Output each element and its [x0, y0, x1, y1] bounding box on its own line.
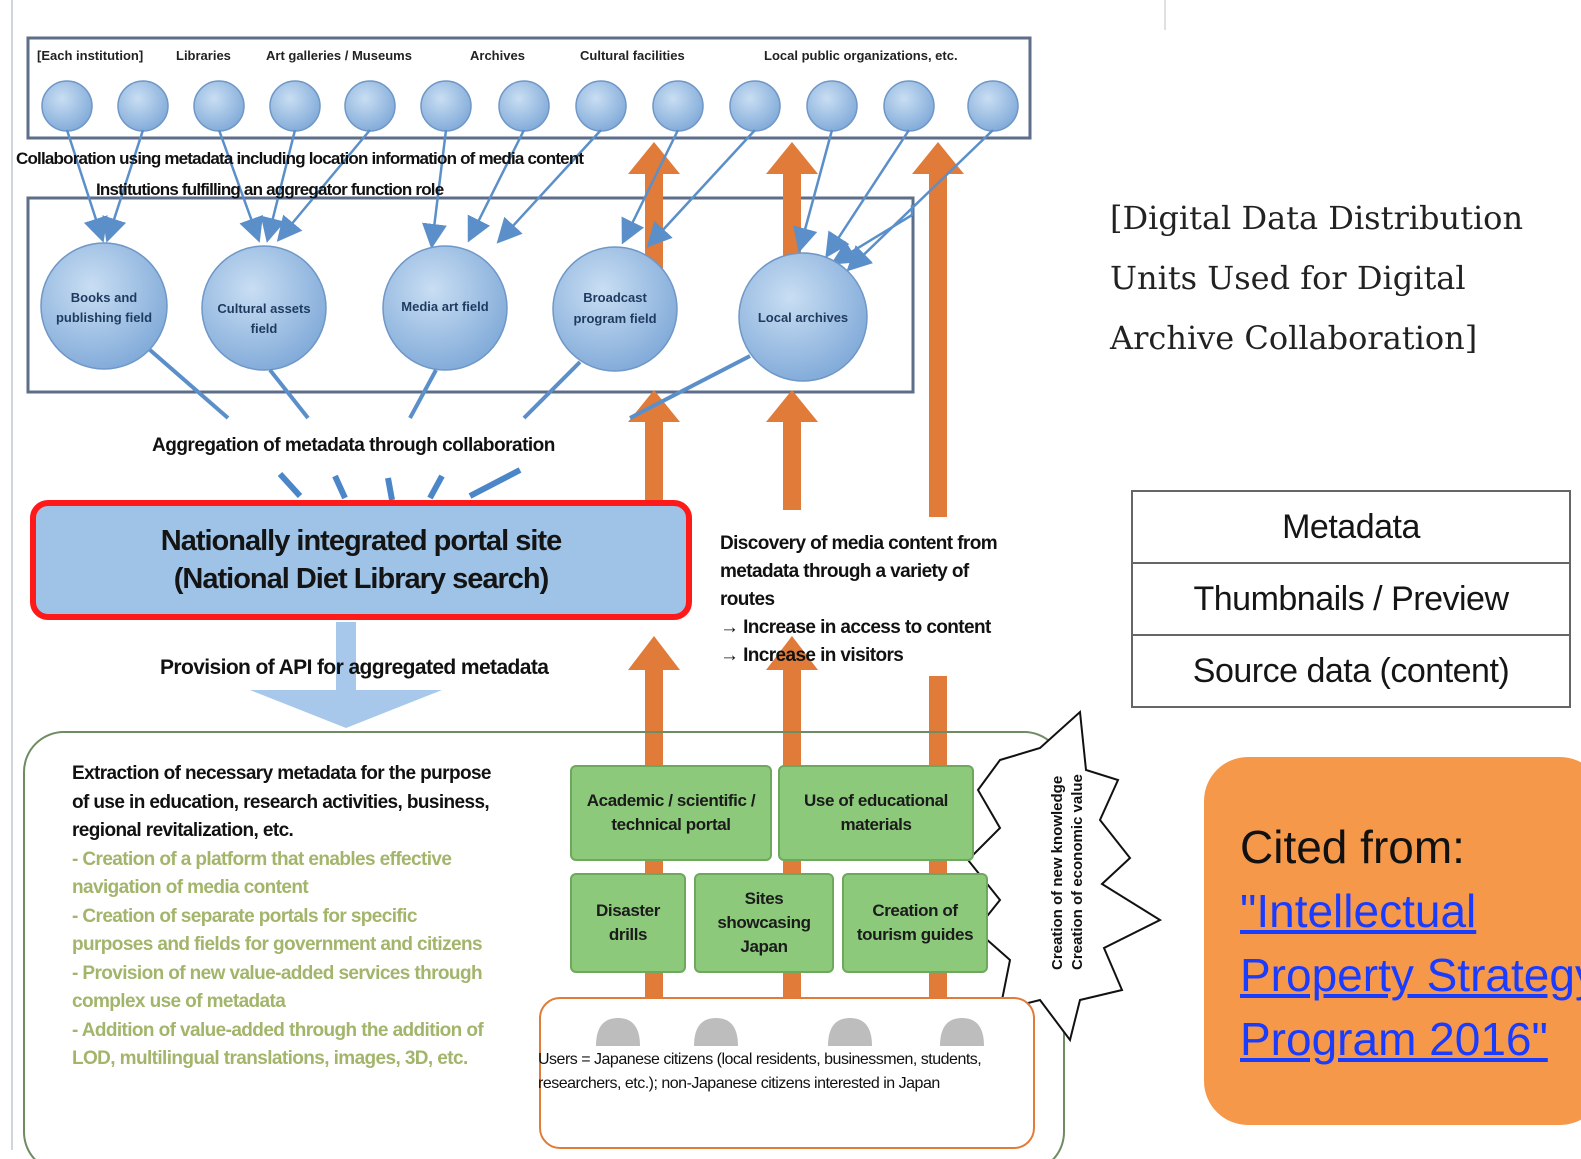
- institution-type-cultural: Cultural facilities: [580, 48, 685, 63]
- institutions-label: [Each institution]: [37, 48, 143, 63]
- citation-link[interactable]: "Intellectual Property Strategy Program …: [1240, 885, 1581, 1065]
- converging-arrows: [277, 467, 522, 501]
- institution-type-libraries: Libraries: [176, 48, 231, 63]
- field-label-4a: Broadcast: [583, 290, 647, 305]
- extraction-item: - Creation of separate portals for speci…: [72, 905, 483, 956]
- citation-link-line-3: Program 2016": [1240, 1013, 1548, 1065]
- api-text: Provision of API for aggregated metadata: [160, 656, 549, 679]
- creation-label-2: Creation of economic value: [1069, 774, 1086, 970]
- field-node-broadcast: [552, 246, 678, 372]
- use-sites-box: Sites showcasing Japan: [694, 873, 834, 973]
- field-label-1b: publishing field: [56, 310, 152, 325]
- field-label-4b: program field: [573, 311, 656, 326]
- field-node-local: [738, 252, 868, 382]
- unit-metadata: Metadata: [1133, 492, 1569, 564]
- institution-type-local: Local public organizations, etc.: [764, 48, 958, 63]
- aggregation-text: Aggregation of metadata through collabor…: [152, 435, 555, 456]
- citation-prefix: Cited from:: [1240, 821, 1465, 873]
- user-silhouettes: [596, 1018, 984, 1046]
- aggregator-text: Institutions fulfilling an aggregator fu…: [96, 180, 444, 199]
- field-label-2b: field: [251, 321, 278, 336]
- extraction-item: - Creation of a platform that enables ef…: [72, 848, 452, 899]
- use-tourism-box: Creation of tourism guides: [842, 873, 988, 973]
- unit-source-data: Source data (content): [1192, 651, 1510, 690]
- users-box: [539, 997, 1035, 1149]
- institution-nodes: [41, 80, 1019, 132]
- extraction-main: Extraction of necessary metadata for the…: [72, 763, 491, 841]
- portal-line-2: (National Diet Library search): [173, 563, 549, 595]
- discovery-line-1: Discovery of media content from: [720, 533, 998, 554]
- diagram-title: [Digital Data Distribution Units Used fo…: [1110, 199, 1524, 357]
- discovery-line-5: → Increase in visitors: [720, 645, 904, 666]
- field-label-3a: Media art field: [401, 299, 488, 314]
- extraction-list: Extraction of necessary metadata for the…: [72, 760, 502, 1074]
- data-units-table: Metadata Thumbnails / Preview Source dat…: [1131, 490, 1571, 708]
- field-label-5a: Local archives: [758, 310, 848, 325]
- citation-link-line-2: Property Strategy: [1240, 949, 1581, 1001]
- institution-type-archives: Archives: [470, 48, 525, 63]
- discovery-line-3: routes: [720, 589, 775, 610]
- discovery-line-4: → Increase in access to content: [720, 617, 991, 638]
- field-label-1a: Books and: [71, 290, 138, 305]
- extraction-item: - Addition of value-added through the ad…: [72, 1019, 484, 1070]
- field-to-aggregation-lines: [148, 348, 751, 420]
- field-node-media: [382, 245, 508, 371]
- use-disaster-box: Disaster drills: [570, 873, 686, 973]
- field-node-cultural: [201, 245, 327, 371]
- national-portal-box: Nationally integrated portal site (Natio…: [30, 500, 692, 620]
- unit-thumbnails: Thumbnails / Preview: [1133, 564, 1569, 636]
- users-text: Users = Japanese citizens (local residen…: [538, 1051, 982, 1092]
- creation-label-1: Creation of new knowledge: [1049, 776, 1066, 970]
- api-arrow: [250, 690, 442, 728]
- field-nodes: [40, 242, 868, 382]
- use-academic-box: Academic / scientific / technical portal: [570, 765, 772, 861]
- citation-box: Cited from: "Intellectual Property Strat…: [1204, 757, 1581, 1125]
- portal-line-1: Nationally integrated portal site: [160, 525, 562, 557]
- extraction-item: - Provision of new value-added services …: [72, 962, 483, 1013]
- field-label-2a: Cultural assets: [217, 301, 310, 316]
- citation-link-line-1: "Intellectual: [1240, 885, 1477, 937]
- collaboration-text: Collaboration using metadata including l…: [16, 149, 584, 168]
- connection-lines: [65, 129, 994, 272]
- discovery-text: Discovery of media content from metadata…: [720, 530, 1040, 670]
- field-node-books: [40, 242, 168, 370]
- use-educational-box: Use of educational materials: [778, 765, 974, 861]
- institution-type-museums: Art galleries / Museums: [266, 48, 412, 63]
- discovery-line-2: metadata through a variety of: [720, 561, 969, 582]
